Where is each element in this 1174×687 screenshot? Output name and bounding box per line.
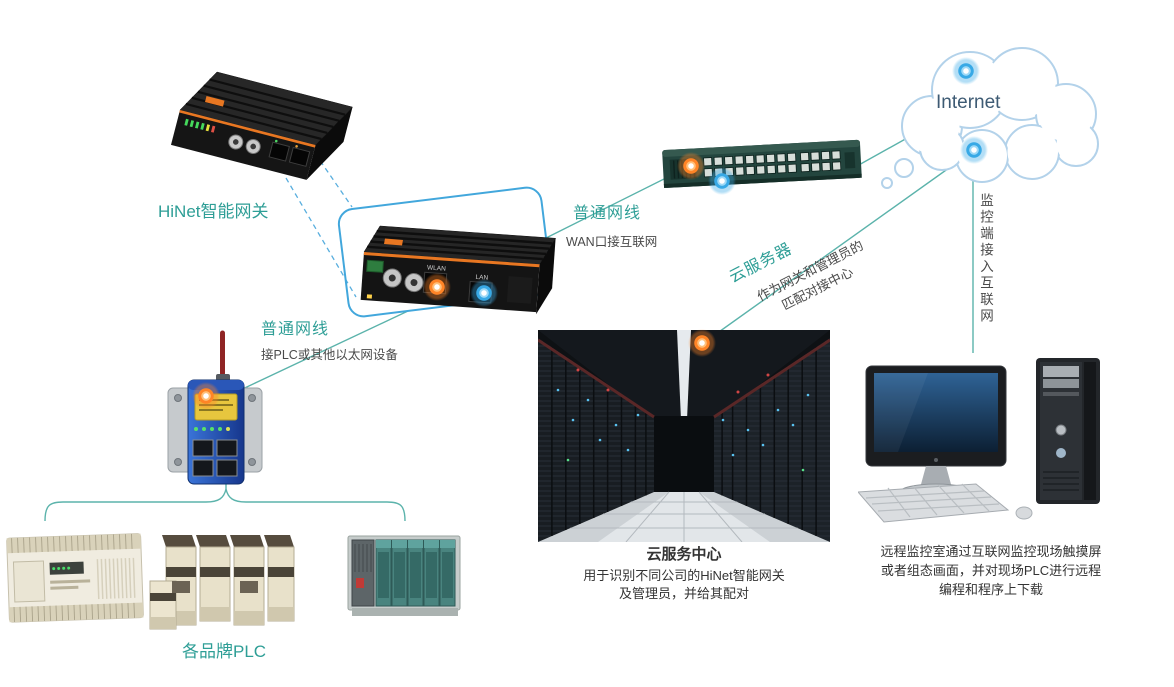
- device-label: [194, 393, 238, 421]
- network-switch-image: [662, 139, 862, 189]
- remote-room-line1: 远程监控室通过互联网监控现场触摸屏: [880, 544, 1102, 559]
- plc-rack-image: [347, 535, 461, 616]
- industrial-switch-image: [167, 330, 263, 485]
- cloud-center-caption: 云服务中心 用于识别不同公司的HiNet智能网关 及管理员，并给其配对: [538, 543, 830, 603]
- plc-white-image: [6, 533, 144, 623]
- internet-cloud: [881, 47, 1099, 189]
- remote-room-caption: 远程监控室通过互联网监控现场触摸屏 或者组态画面，并对现场PLC进行远程 编程和…: [852, 543, 1130, 600]
- remote-room-line3: 编程和程序上下载: [938, 581, 1043, 597]
- gateway-logo-mark: [384, 238, 403, 246]
- antenna: [220, 332, 225, 376]
- server-room-image: [538, 330, 830, 542]
- plc-brands-label: 各品牌PLC: [182, 642, 267, 661]
- cable-left-title: 普通网线: [261, 321, 330, 338]
- hinet-gateway-image: [170, 71, 353, 180]
- gateway-logo-mark: [205, 96, 225, 107]
- mouse: [1015, 506, 1033, 520]
- keyboard: [858, 483, 1010, 523]
- desktop-computer-image: [858, 358, 1100, 523]
- lan-port-label: LAN: [475, 274, 488, 282]
- cable-top-title: 普通网线: [573, 205, 642, 222]
- cloud-center-desc1: 用于识别不同公司的HiNet智能网关: [583, 568, 785, 583]
- internet-label: Internet: [936, 92, 1001, 113]
- remote-room-line2: 或者组态画面，并对现场PLC进行远程: [880, 562, 1102, 578]
- cloud-center-title: 云服务中心: [646, 546, 722, 563]
- hinet-gateway-label: HiNet智能网关: [158, 202, 269, 221]
- cable-left-note: 接PLC或其他以太网设备: [261, 348, 398, 362]
- cloud-center-desc2: 及管理员，并给其配对: [618, 586, 749, 602]
- cable-top-note: WAN口接互联网: [566, 235, 658, 249]
- gateway-zoomed-image: WLAN LAN: [360, 225, 557, 315]
- wlan-port-label: WLAN: [427, 264, 447, 272]
- monitor-access-label: 监控端接入互联网: [978, 193, 993, 325]
- plc-modular-image: [149, 535, 295, 630]
